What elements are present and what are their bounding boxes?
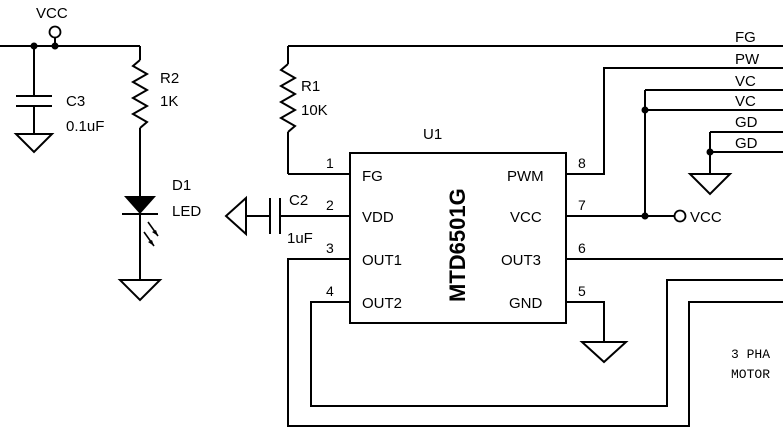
- d1-ref: D1: [172, 177, 191, 194]
- capacitor-c3-icon: [13, 46, 55, 154]
- pin-2-name: VDD: [362, 209, 394, 226]
- junction-dot-icon: [706, 148, 714, 156]
- ground-icon: [579, 341, 629, 364]
- vcc-supply-rail: [0, 25, 140, 50]
- d1-value: LED: [172, 203, 201, 220]
- resistor-r2-icon: [130, 46, 150, 196]
- u1-ref: U1: [423, 126, 442, 143]
- c3-value: 0.1uF: [66, 118, 104, 135]
- vcc-label: VCC: [36, 5, 68, 22]
- pin-3-name: OUT1: [362, 252, 402, 269]
- r1-value: 10K: [301, 102, 328, 119]
- led-d1-icon: [117, 196, 163, 302]
- pin-4-name: OUT2: [362, 295, 402, 312]
- pin-5-name: GND: [509, 295, 543, 312]
- u1-part-number: MTD6501G: [445, 188, 470, 302]
- pin-3-number: 3: [326, 240, 334, 256]
- junction-dot-icon: [641, 106, 649, 114]
- ground-icon: [687, 173, 733, 196]
- connector-label-fg: FG: [735, 29, 756, 46]
- pin-8-number: 8: [578, 155, 586, 171]
- connector-label-pw: PW: [735, 51, 760, 68]
- capacitor-c2-icon: [224, 195, 350, 237]
- connector-wiring: [287, 67, 783, 427]
- ground-icon: [13, 133, 55, 154]
- r1-ref: R1: [301, 78, 320, 95]
- ground-icon: [224, 195, 247, 237]
- motor-note-line-2: MOTOR: [731, 367, 770, 382]
- pin-2-number: 2: [326, 197, 334, 213]
- pin-8-name: PWM: [507, 168, 544, 185]
- motor-note-line-1: 3 PHA: [731, 347, 770, 362]
- pin-4-number: 4: [326, 283, 334, 299]
- pin-1-name: FG: [362, 168, 383, 185]
- vcc-terminal-icon: [48, 25, 62, 39]
- junction-dot-icon: [51, 42, 59, 50]
- pin-7-name: VCC: [510, 209, 542, 226]
- pin-6-name: OUT3: [501, 252, 541, 269]
- resistor-r1-icon: [278, 45, 783, 175]
- r2-ref: R2: [160, 70, 179, 87]
- vcc-port-icon: [673, 209, 687, 223]
- pin-6-number: 6: [578, 240, 586, 256]
- pin-7-number: 7: [578, 197, 586, 213]
- c2-ref: C2: [289, 192, 308, 209]
- connector-label-gd: GD: [735, 135, 758, 152]
- ground-icon: [117, 279, 163, 302]
- c2-value: 1uF: [287, 230, 313, 247]
- pin-1-number: 1: [326, 155, 334, 171]
- pin-5-number: 5: [578, 283, 586, 299]
- connector-label-vc: VC: [735, 93, 756, 110]
- c3-ref: C3: [66, 93, 85, 110]
- connector-label-gd: GD: [735, 114, 758, 131]
- vcc-port-label: VCC: [690, 209, 722, 226]
- junction-dot-icon: [641, 212, 649, 220]
- r2-value: 1K: [160, 93, 178, 110]
- ic-u1-body: [349, 152, 567, 324]
- connector-label-vc: VC: [735, 73, 756, 90]
